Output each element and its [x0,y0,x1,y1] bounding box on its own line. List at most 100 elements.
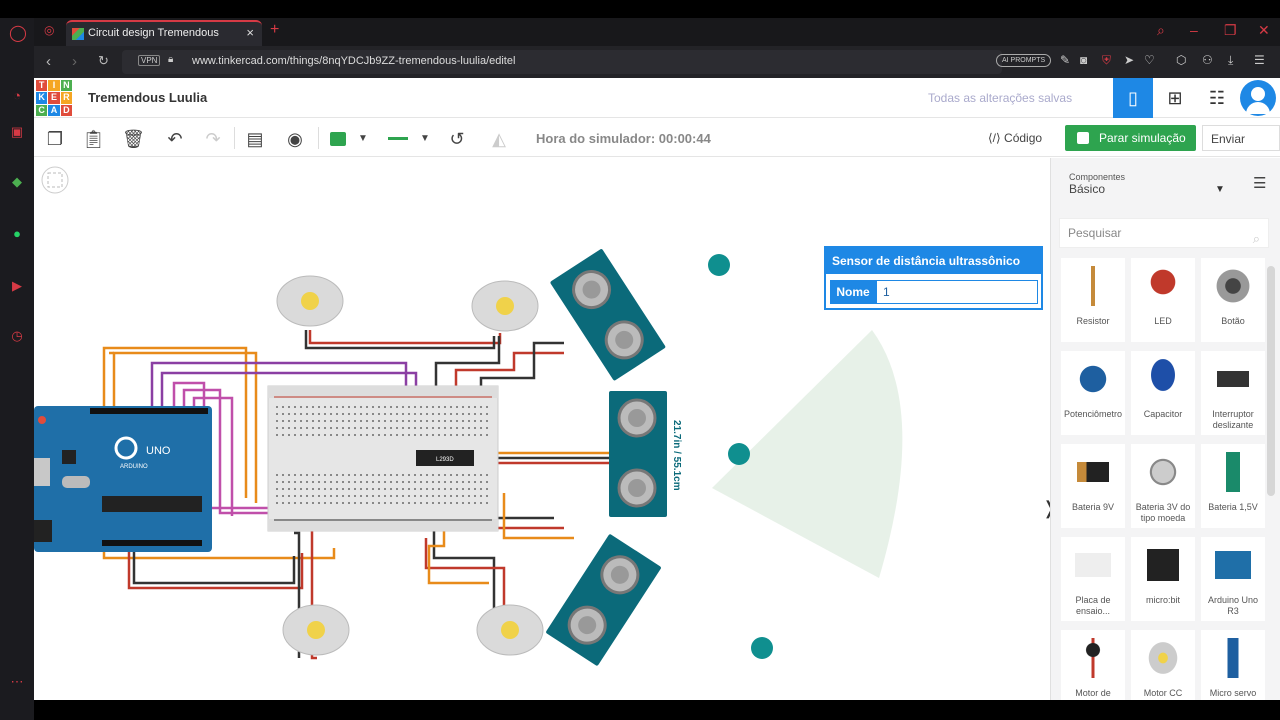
close-tab-icon[interactable]: × [246,25,254,40]
code-button[interactable]: ⟨/⟩ Código [982,124,1048,152]
schematic-view-button[interactable]: ⊞ [1167,88,1183,108]
minimize-icon[interactable]: – [1190,22,1198,38]
breadboard-hole [462,481,464,483]
edit-icon[interactable]: ✎ [1060,53,1071,67]
tinkercad-logo[interactable]: T I N K E R C A D [36,80,72,116]
circuit-view-button[interactable]: ▯ [1113,78,1153,118]
component-bateria-3v-do-tipo-moeda[interactable]: Bateria 3V do tipo moeda [1131,444,1195,528]
notes-icon[interactable]: ▤ [246,129,264,149]
settings-icon[interactable]: ☰ [1254,53,1265,67]
breadboard-hole [402,488,404,490]
component-list-button[interactable]: ☷ [1208,88,1226,108]
breadboard-hole [396,495,398,497]
breadboard-hole [402,481,404,483]
flip-icon[interactable]: ◭ [492,129,506,149]
shield-icon[interactable]: ⛨ [1102,53,1112,67]
redo-icon[interactable]: ↷ [205,129,221,149]
new-tab-icon[interactable]: + [270,21,280,38]
account-icon[interactable]: ⚇ [1202,53,1213,67]
breadboard-hole [318,406,320,408]
heart-icon[interactable]: ♡ [1144,53,1155,67]
breadboard-hole [300,495,302,497]
breadboard-hole [402,474,404,476]
workplane[interactable]: L293D UNO ARDUINO [34,158,1057,700]
breadboard-hole [450,420,452,422]
breadboard-hole [360,406,362,408]
component-capacitor[interactable]: Capacitor [1131,351,1195,435]
component-potenci-metro[interactable]: Potenciômetro [1061,351,1125,435]
history-icon[interactable]: ◷ [11,328,23,343]
component-resistor[interactable]: Resistor [1061,258,1125,342]
breadboard-hole [330,420,332,422]
chatgpt-icon[interactable]: ◆ [12,174,22,189]
breadboard-hole [450,474,452,476]
stop-simulation-button[interactable]: Parar simulação [1065,125,1196,151]
wire-style-swatch[interactable] [388,137,408,140]
player-icon[interactable]: ▶ [12,278,22,293]
components-dropdown[interactable]: Básico [1069,182,1106,196]
list-view-icon[interactable]: ☰ [1253,175,1267,192]
whatsapp-icon[interactable]: ● [13,226,21,241]
forward-icon[interactable]: › [72,53,77,70]
avatar[interactable] [1240,80,1276,116]
breadboard-hole [468,488,470,490]
breadboard-hole [390,481,392,483]
breadboard-hole [486,474,488,476]
breadboard-hole [456,434,458,436]
color-swatch[interactable] [330,132,346,146]
url-field[interactable]: VPN 🔒︎ www.tinkercad.com/things/8nqYDCJb… [122,50,1002,74]
component-bateria-9v[interactable]: Bateria 9V [1061,444,1125,528]
breadboard-hole [456,481,458,483]
browser-tab[interactable]: Circuit design Tremendous × [66,20,262,46]
breadboard-hole [372,434,374,436]
component-bot-o[interactable]: Botão [1201,258,1265,342]
breadboard-hole [342,413,344,415]
breadboard-hole [282,427,284,429]
component-thumbnail [1075,638,1111,678]
search-input[interactable]: Pesquisar ⌕ [1059,218,1269,248]
chevron-down-icon[interactable]: ▼ [420,133,430,144]
chevron-down-icon[interactable]: ▼ [1215,184,1225,195]
breadboard-hole [312,488,314,490]
opera-logo-icon[interactable]: ◯ [9,25,27,42]
chevron-down-icon[interactable]: ▼ [358,133,368,144]
panel-scrollbar[interactable] [1267,266,1275,496]
component-arduino-uno-r3[interactable]: Arduino Uno R3 [1201,537,1265,621]
breadboard-hole [456,502,458,504]
search-tabs-icon[interactable]: ⌕ [1157,22,1165,38]
component-bateria-1-5v[interactable]: Bateria 1,5V [1201,444,1265,528]
name-field[interactable]: 1 [876,280,1038,304]
copy-icon[interactable]: ❐ [46,129,64,149]
cube-icon[interactable]: ⬡ [1176,53,1187,67]
breadboard-hole [378,481,380,483]
component-interruptor-deslizante[interactable]: Interruptor deslizante [1201,351,1265,435]
send-icon[interactable]: ➤ [1124,53,1135,67]
reload-icon[interactable]: ↻ [98,53,109,68]
component-led[interactable]: LED [1131,258,1195,342]
rotate-icon[interactable]: ↺ [449,129,465,149]
paste-icon[interactable]: 📋︎ [82,129,105,149]
vpn-badge[interactable]: VPN [138,55,161,66]
restore-icon[interactable]: ❐ [1224,22,1237,38]
gamepad-icon[interactable]: ◎ [44,23,55,37]
component-micro-bit[interactable]: micro:bit [1131,537,1195,621]
breadboard-hole [468,413,470,415]
breadboard-hole [354,406,356,408]
ai-prompts-button[interactable]: AI PROMPTS [996,54,1052,67]
project-title[interactable]: Tremendous Luulia [88,90,208,105]
camera-icon[interactable]: ◙ [1080,53,1088,67]
speed-dial-icon[interactable]: ◔ [13,88,21,103]
delete-icon[interactable]: 🗑︎ [122,129,145,149]
breadboard-hole [330,406,332,408]
close-window-icon[interactable]: ✕ [1258,22,1270,38]
visibility-icon[interactable]: ◉ [287,129,303,149]
breadboard-hole [276,502,278,504]
download-icon[interactable]: ⤓ [1228,53,1234,67]
undo-icon[interactable]: ↶ [167,129,183,149]
component-placa-de-ensaio[interactable]: Placa de ensaio... [1061,537,1125,621]
breadboard-hole [456,406,458,408]
more-icon[interactable]: ⋯ [10,674,24,689]
back-icon[interactable]: ‹ [46,53,51,70]
shopping-icon[interactable]: ▣ [10,124,24,139]
send-to-button[interactable]: Enviar para [1202,125,1280,172]
